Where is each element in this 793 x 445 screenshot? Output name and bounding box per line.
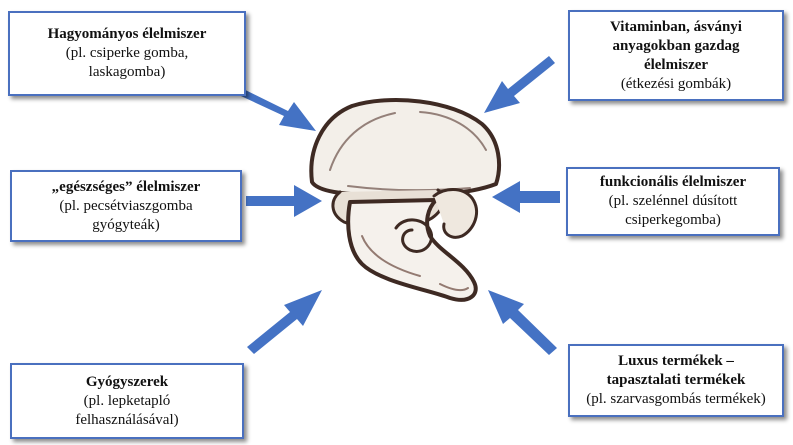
box-5-line-1: (pl. lepketapló (84, 392, 171, 411)
box-vitamin-rich-food: Vitaminban, ásványi anyagokban gazdag él… (568, 10, 784, 101)
box-1-title: Hagyományos élelmiszer (48, 25, 207, 44)
box-1-line-2: laskagomba) (89, 63, 166, 82)
box-healthy-food: „egészséges” élelmiszer (pl. pecsétviasz… (10, 170, 242, 242)
box-3-title: „egészséges” élelmiszer (52, 178, 201, 197)
box-2-line-1: (étkezési gombák) (621, 75, 731, 94)
box-2-title-2: anyagokban gazdag (612, 37, 739, 56)
box-luxury-products: Luxus termékek – tapasztalati termékek (… (568, 344, 784, 417)
box-2-title-3: élelmiszer (644, 56, 708, 75)
box-2-title-1: Vitaminban, ásványi (610, 18, 742, 37)
arrow-from-box-5 (247, 290, 322, 354)
mushroom-second-cap (434, 190, 477, 238)
box-4-title: funkcionális élelmiszer (600, 173, 746, 192)
box-6-title-1: Luxus termékek – (618, 352, 734, 371)
box-4-line-2: csiperkegomba) (625, 211, 721, 230)
box-5-title: Gyógyszerek (86, 373, 168, 392)
mushroom-illustration (311, 100, 499, 300)
box-traditional-food: Hagyományos élelmiszer (pl. csiperke gom… (8, 11, 246, 96)
arrow-from-box-2 (484, 56, 555, 113)
box-6-title-2: tapasztalati termékek (607, 371, 746, 390)
box-3-line-2: gyógyteák) (92, 216, 159, 235)
box-6-line-1: (pl. szarvasgombás termékek) (586, 390, 766, 409)
arrow-from-box-6 (488, 290, 557, 355)
arrow-from-box-3 (246, 185, 322, 217)
box-5-line-2: felhasználásával) (75, 411, 178, 430)
box-1-line-1: (pl. csiperke gomba, (66, 44, 188, 63)
box-3-line-1: (pl. pecsétviaszgomba (59, 197, 192, 216)
box-medicines: Gyógyszerek (pl. lepketapló felhasználás… (10, 363, 244, 439)
box-4-line-1: (pl. szelénnel dúsított (609, 192, 738, 211)
arrow-from-box-4 (492, 181, 560, 213)
box-functional-food: funkcionális élelmiszer (pl. szelénnel d… (566, 167, 780, 236)
